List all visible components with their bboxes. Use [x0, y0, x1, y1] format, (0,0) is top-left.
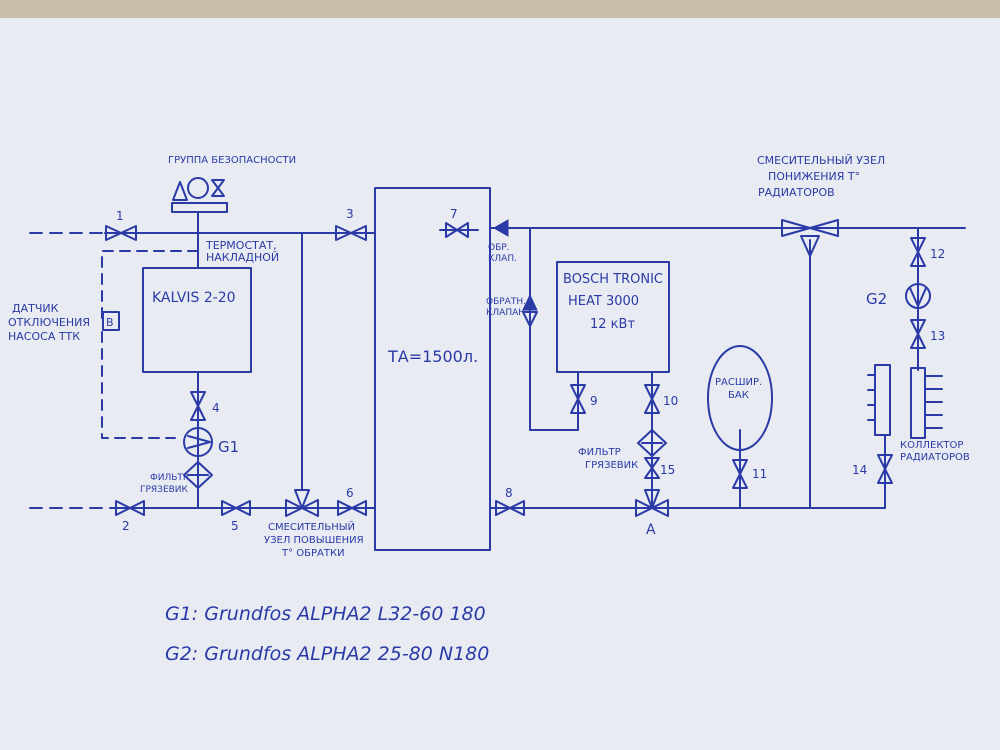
check-valve-top: [492, 219, 509, 237]
label-bosch-1: BOSCH TRONIC: [563, 272, 663, 287]
label-collector-1: КОЛЛЕКТОР: [900, 440, 963, 451]
label-thermostat-1: ТЕРМОСТАТ,: [205, 239, 277, 252]
valve-9: [570, 384, 586, 414]
valve-5: [221, 500, 251, 516]
valve-2: [115, 500, 145, 516]
mixing-valve-radiators: [781, 219, 839, 237]
pump-g1-arrow-icon: [187, 435, 211, 449]
label-mix-low-1: СМЕСИТЕЛЬНЫЙ УЗЕЛ: [757, 154, 885, 167]
mixing-valve-radiators-leg: [800, 235, 820, 257]
air-vent-icon: [211, 179, 225, 197]
label-check2-1: ОБРАТН.: [486, 297, 526, 307]
valve-7: [445, 222, 469, 238]
label-check1-1: ОБР.: [488, 243, 510, 253]
label-v10: 10: [663, 394, 678, 408]
label-v9: 9: [590, 394, 598, 408]
label-v6: 6: [346, 486, 354, 500]
label-thermostat-2: НАКЛАДНОЙ: [206, 251, 279, 264]
valve-15: [644, 457, 660, 479]
label-pump-g1: G1: [218, 438, 239, 456]
label-v15: 15: [660, 463, 675, 477]
pressure-gauge-icon: [187, 177, 209, 199]
pump-g2-icon: [905, 283, 931, 309]
label-sensor-box: В: [106, 316, 114, 329]
label-pump-g2: G2: [866, 290, 887, 308]
expansion-tank: [707, 345, 773, 451]
sensor-link-top: [101, 250, 199, 321]
label-filter-right-1: ФИЛЬТР: [578, 447, 621, 458]
safety-group: [171, 177, 228, 213]
label-kalvis: KALVIS 2-20: [152, 290, 236, 306]
label-v7: 7: [450, 207, 458, 221]
valve-8: [495, 500, 525, 516]
valve-6: [337, 500, 367, 516]
collector-return-outlets: [867, 374, 876, 421]
check-valve-side-body: [522, 311, 538, 327]
paper-sheet: [0, 18, 1000, 750]
sensor-link-bottom: [101, 331, 176, 439]
label-v5: 5: [231, 519, 239, 533]
safety-valve-icon: [172, 181, 188, 201]
valve-12: [910, 237, 926, 267]
pump-g2-arrow-icon: [909, 287, 927, 307]
label-v8: 8: [505, 486, 513, 500]
label-collector-2: РАДИАТОРОВ: [900, 452, 970, 463]
sensor-box: [102, 311, 120, 331]
label-v3: 3: [346, 207, 354, 221]
collector-return: [874, 364, 891, 436]
label-sensor-2: ОТКЛЮЧЕНИЯ: [8, 316, 90, 329]
electric-boiler-bosch: [556, 261, 670, 373]
legend-g2: G2: Grundfos ALPHA2 25-80 N180: [165, 643, 489, 665]
label-sensor-1: ДАТЧИК: [12, 302, 59, 315]
valves: [105, 219, 926, 517]
label-bosch-3: 12 кВт: [590, 317, 635, 332]
safety-group-base: [171, 202, 228, 213]
filter-left-icon: [183, 461, 213, 489]
label-tank: ТА=1500л.: [387, 347, 478, 366]
labels: ГРУППА БЕЗОПАСНОСТИ ТЕРМОСТАТ, НАКЛАДНОЙ…: [8, 154, 970, 559]
label-mix-high-1: СМЕСИТЕЛЬНЫЙ: [268, 520, 355, 533]
label-filter-right-2: ГРЯЗЕВИК: [585, 460, 638, 471]
three-way-valve-a: [635, 499, 669, 517]
legend-g1: G1: Grundfos ALPHA2 L32-60 180: [165, 603, 486, 625]
label-v11: 11: [752, 467, 767, 481]
label-mix-high-3: Т° ОБРАТКИ: [281, 548, 345, 559]
label-mix-low-2: ПОНИЖЕНИЯ Т°: [768, 170, 860, 183]
label-point-a: А: [646, 522, 656, 538]
label-filter-left-2: ГРЯЗЕВИК: [140, 485, 189, 495]
mixing-valve-return-leg: [294, 489, 310, 509]
valve-13: [910, 319, 926, 349]
label-safety-group: ГРУППА БЕЗОПАСНОСТИ: [168, 155, 296, 166]
label-filter-left-1: ФИЛЬТР: [150, 473, 189, 483]
label-check1-2: КЛАП.: [488, 254, 517, 264]
label-v13: 13: [930, 329, 945, 343]
label-bosch-2: HEAT 3000: [568, 294, 639, 309]
boiler-kalvis: [142, 267, 252, 373]
label-v12: 12: [930, 247, 945, 261]
label-v14: 14: [852, 463, 867, 477]
valve-11: [732, 459, 748, 489]
label-mix-low-3: РАДИАТОРОВ: [758, 186, 835, 199]
check-valve-side: [522, 293, 538, 311]
mixing-valve-return: [285, 499, 319, 517]
three-way-valve-a-leg: [644, 489, 660, 509]
label-exp-tank-2: БАК: [728, 390, 749, 401]
valve-10: [644, 384, 660, 414]
label-exp-tank-1: РАСШИР.: [715, 377, 762, 388]
valve-1: [105, 225, 137, 241]
valve-3: [335, 225, 367, 241]
label-v1: 1: [116, 209, 124, 223]
filter-right-icon: [637, 429, 667, 457]
valve-4: [190, 391, 206, 421]
pump-g1-icon: [183, 427, 213, 457]
buffer-tank: [374, 187, 491, 551]
label-v4: 4: [212, 401, 220, 415]
label-sensor-3: НАСОСА ТТК: [8, 330, 80, 343]
label-check2-2: КЛАПАН: [486, 308, 525, 318]
collector-supply-outlets: [924, 375, 943, 429]
label-mix-high-2: УЗЕЛ ПОВЫШЕНИЯ: [264, 535, 364, 546]
valve-14: [877, 454, 893, 484]
label-v2: 2: [122, 519, 130, 533]
